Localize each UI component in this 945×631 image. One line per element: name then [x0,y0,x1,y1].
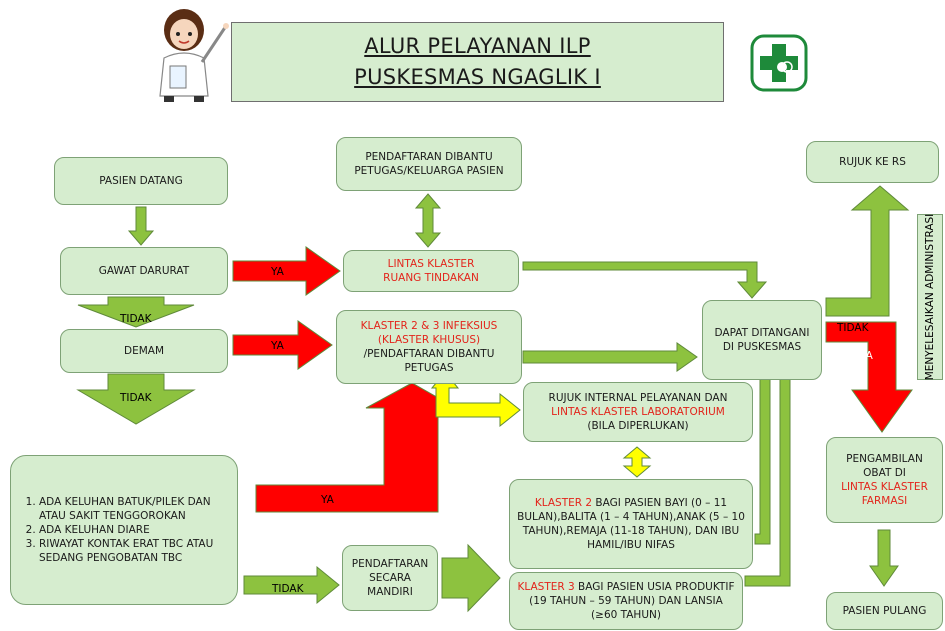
klaster3-red: KLASTER 3 [517,581,575,593]
arrow-yellow-rujuk-klaster2 [622,446,652,478]
klaster2-node: KLASTER 2 BAGI PASIEN BAYI (0 – 11 BULAN… [509,479,753,569]
lintas-klaster-node: LINTAS KLASTER RUANG TINDAKAN [343,250,519,292]
rujuk-internal-node: RUJUK INTERNAL PELAYANAN DAN LINTAS KLAS… [523,382,753,442]
pendaftaran-dibantu-label: PENDAFTARAN DIBANTU PETUGAS/KELUARGA PAS… [354,151,504,177]
keluhan-list: ADA KELUHAN BATUK/PILEK DAN ATAU SAKIT T… [17,495,231,565]
arrow-infeksius-dapat [522,342,698,372]
arrow-tidak-keluhan [243,565,340,605]
pendaftaran-dibantu-node: PENDAFTARAN DIBANTU PETUGAS/KELUARGA PAS… [336,137,522,191]
pasien-datang-node: PASIEN DATANG [54,157,228,205]
lintas-klaster-line-1: LINTAS KLASTER [387,258,475,270]
pengambilan-1: PENGAMBILAN OBAT DI [846,453,923,479]
arrow-tidak-gawat [77,296,195,328]
arrow-ya-gawat [232,246,341,296]
arrow-tidak-rujuk [825,185,910,317]
pendaftaran-mandiri-label: PENDAFTARAN SECARA MANDIRI [351,558,429,598]
pendaftaran-mandiri-node: PENDAFTARAN SECARA MANDIRI [342,545,438,611]
ya-gawat-label: YA [271,266,284,278]
rujuk-rs-node: RUJUK KE RS [806,141,939,183]
arrow-ya-demam [232,320,333,370]
ya-keluhan-label: YA [321,494,334,506]
keluhan-item-1: ADA KELUHAN BATUK/PILEK DAN ATAU SAKIT T… [39,495,231,523]
keluhan-item-3: RIWAYAT KONTAK ERAT TBC ATAU SEDANG PENG… [39,537,231,565]
menyelesaikan-label: MENYELESAIKAN ADMINISTRASI [924,213,936,381]
tidak-gawat-label: TIDAK [120,313,152,325]
klaster3-text: BAGI PASIEN USIA PRODUKTIF (19 TAHUN – 5… [529,581,735,621]
infeksius-black: /PENDAFTARAN DIBANTU PETUGAS [363,348,495,374]
arrow-pendaftaran-lintas [414,193,442,248]
pasien-pulang-label: PASIEN PULANG [842,605,927,617]
arrow-ya-obat [825,321,913,433]
rujuk-rs-label: RUJUK KE RS [839,156,906,168]
arrow-lintas-dapat [522,261,768,299]
ya-obat-label: YA [860,350,873,362]
rujuk-internal-1: RUJUK INTERNAL PELAYANAN DAN [548,392,728,404]
arrow-klaster3-dapat [744,346,802,587]
arrow-mandiri-klaster [441,543,501,613]
dapat-ditangani-label: DAPAT DITANGANI DI PUSKESMAS [714,327,810,353]
pengambilan-red: LINTAS KLASTER FARMASI [841,481,928,507]
infeksius-node: KLASTER 2 & 3 INFEKSIUS (KLASTER KHUSUS)… [336,310,522,384]
arrow-datang-gawat [127,206,155,246]
arrow-tidak-demam [76,373,196,425]
pengambilan-obat-node: PENGAMBILAN OBAT DI LINTAS KLASTER FARMA… [826,437,943,523]
pasien-pulang-node: PASIEN PULANG [826,592,943,630]
demam-label: DEMAM [123,345,165,357]
gawat-darurat-node: GAWAT DARURAT [60,247,228,295]
title-box: ALUR PELAYANAN ILP PUSKESMAS NGAGLIK I [231,22,724,102]
infeksius-red-2: (KLASTER KHUSUS) [377,334,481,346]
keluhan-node: ADA KELUHAN BATUK/PILEK DAN ATAU SAKIT T… [10,455,238,605]
klaster2-red: KLASTER 2 [534,497,593,509]
dapat-ditangani-node: DAPAT DITANGANI DI PUSKESMAS [702,300,822,380]
logo-icon [750,34,808,92]
rujuk-internal-2: (BILA DIPERLUKAN) [587,420,689,432]
pasien-datang-label: PASIEN DATANG [99,175,183,187]
ya-demam-label: YA [271,340,284,352]
arrow-yellow-infeksius-rujuk [430,371,521,428]
tidak-rujuk-label: TIDAK [837,322,869,334]
title-line-1: ALUR PELAYANAN ILP [364,34,591,58]
demam-node: DEMAM [60,329,228,373]
mascot-icon [150,4,230,104]
lintas-klaster-line-2: RUANG TINDAKAN [383,272,479,284]
rujuk-internal-red: LINTAS KLASTER LABORATORIUM [551,406,725,418]
arrow-obat-pulang [869,529,899,587]
infeksius-red-1: KLASTER 2 & 3 INFEKSIUS [360,320,498,332]
tidak-demam-label: TIDAK [120,392,152,404]
menyelesaikan-node: MENYELESAIKAN ADMINISTRASI [917,214,943,380]
arrow-ya-keluhan [255,382,458,513]
gawat-darurat-label: GAWAT DARURAT [98,265,190,277]
title-line-2: PUSKESMAS NGAGLIK I [354,65,601,89]
klaster3-node: KLASTER 3 BAGI PASIEN USIA PRODUKTIF (19… [509,572,743,630]
keluhan-item-2: ADA KELUHAN DIARE [39,523,231,537]
klaster2-text: BAGI PASIEN BAYI (0 – 11 BULAN),BALITA (… [517,497,745,551]
tidak-keluhan-label: TIDAK [272,583,304,595]
